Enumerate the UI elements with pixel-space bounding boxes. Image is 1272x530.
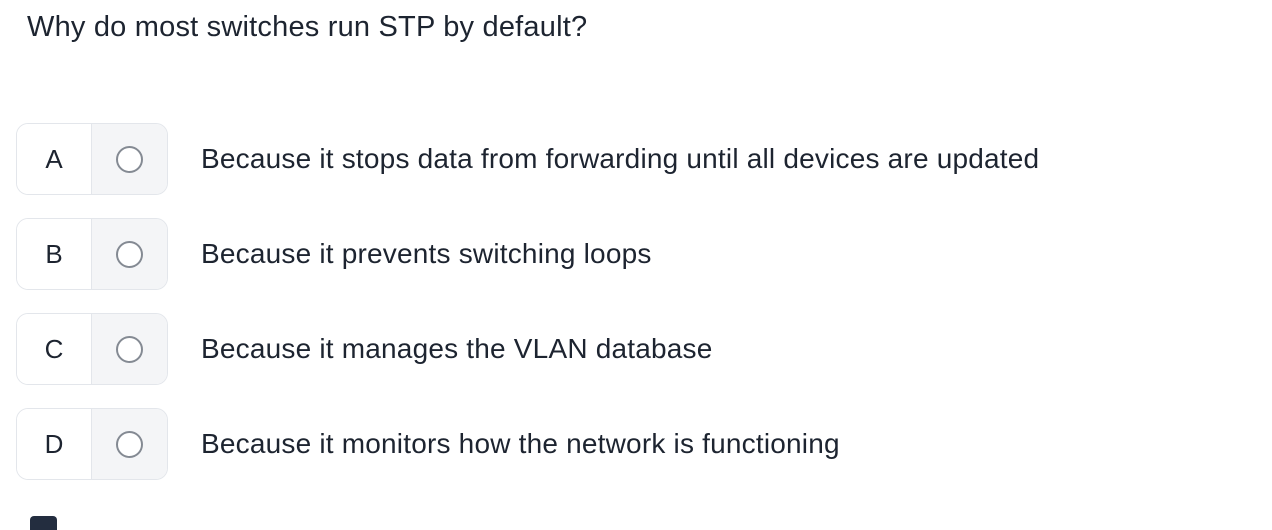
option-b-radio-cell[interactable] <box>92 219 167 289</box>
option-c-radio-cell[interactable] <box>92 314 167 384</box>
option-d-control[interactable]: D <box>16 408 168 480</box>
option-c-letter: C <box>17 314 92 384</box>
option-c-text[interactable]: Because it manages the VLAN database <box>201 333 713 364</box>
option-b-text[interactable]: Because it prevents switching loops <box>201 238 652 269</box>
option-b-radio-button[interactable] <box>116 240 143 268</box>
option-b-letter: B <box>17 219 92 289</box>
option-a-text[interactable]: Because it stops data from forwarding un… <box>201 143 1040 174</box>
option-row-d[interactable]: D Because it monitors how the network is… <box>16 408 840 480</box>
option-a-control[interactable]: A <box>16 123 168 195</box>
option-d-radio-button[interactable] <box>116 430 143 458</box>
option-a-radio-button[interactable] <box>116 145 143 173</box>
option-row-b[interactable]: B Because it prevents switching loops <box>16 218 652 290</box>
option-a-radio-cell[interactable] <box>92 124 167 194</box>
option-c-control[interactable]: C <box>16 313 168 385</box>
option-d-letter: D <box>17 409 92 479</box>
option-b-control[interactable]: B <box>16 218 168 290</box>
option-a-letter: A <box>17 124 92 194</box>
option-row-c[interactable]: C Because it manages the VLAN database <box>16 313 713 385</box>
question-text: Why do most switches run STP by default? <box>27 11 588 43</box>
option-d-text[interactable]: Because it monitors how the network is f… <box>201 428 840 459</box>
option-c-radio-button[interactable] <box>116 335 143 363</box>
partial-dark-element <box>30 516 57 530</box>
option-d-radio-cell[interactable] <box>92 409 167 479</box>
option-row-a[interactable]: A Because it stops data from forwarding … <box>16 123 1039 195</box>
